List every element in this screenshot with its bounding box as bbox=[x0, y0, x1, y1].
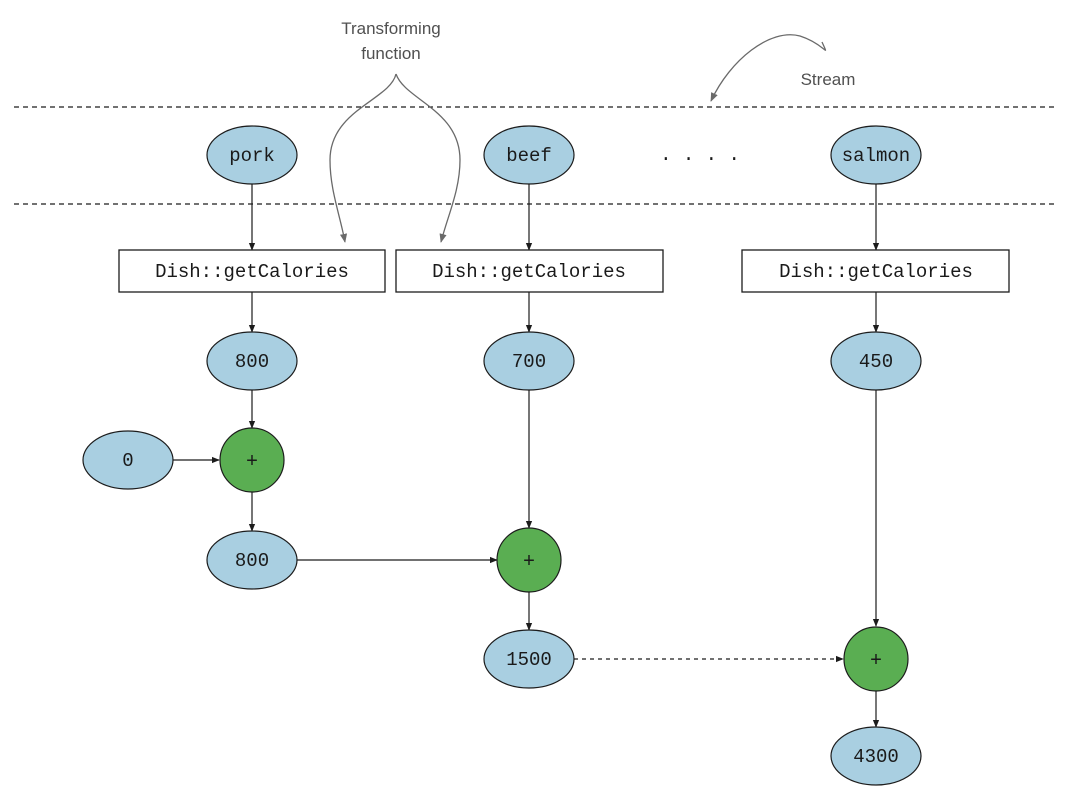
stream-element-salmon-label: salmon bbox=[842, 145, 910, 167]
stream-element-beef-label: beef bbox=[506, 145, 552, 167]
stream-label: Stream bbox=[801, 70, 856, 89]
plus-operator-1-label: + bbox=[246, 451, 258, 474]
final-result-4300-label: 4300 bbox=[853, 746, 899, 768]
transforming-function-pointer-right bbox=[395, 73, 461, 243]
partial-result-800-label: 800 bbox=[235, 550, 269, 572]
mapped-value-700-label: 700 bbox=[512, 351, 546, 373]
transforming-function-label-line1: Transforming bbox=[341, 19, 441, 38]
mapper-label-pork: Dish::getCalories bbox=[155, 261, 349, 283]
stream-element-pork-label: pork bbox=[229, 145, 275, 167]
mapper-label-salmon: Dish::getCalories bbox=[779, 261, 973, 283]
mapper-label-beef: Dish::getCalories bbox=[432, 261, 626, 283]
stream-pointer-arrow bbox=[710, 34, 827, 102]
final-result-4300 bbox=[830, 726, 922, 786]
transforming-function-label-line2: function bbox=[361, 44, 421, 63]
plus-operator-2-label: + bbox=[523, 551, 535, 574]
transforming-function-pointer-left bbox=[329, 73, 397, 243]
partial-result-1500-label: 1500 bbox=[506, 649, 552, 671]
mapped-value-450-label: 450 bbox=[859, 351, 893, 373]
stream-ellipsis: . . . . bbox=[660, 144, 740, 166]
mapped-value-800-label: 800 bbox=[235, 351, 269, 373]
plus-operator-3-label: + bbox=[870, 650, 882, 673]
identity-value-label: 0 bbox=[122, 450, 133, 472]
